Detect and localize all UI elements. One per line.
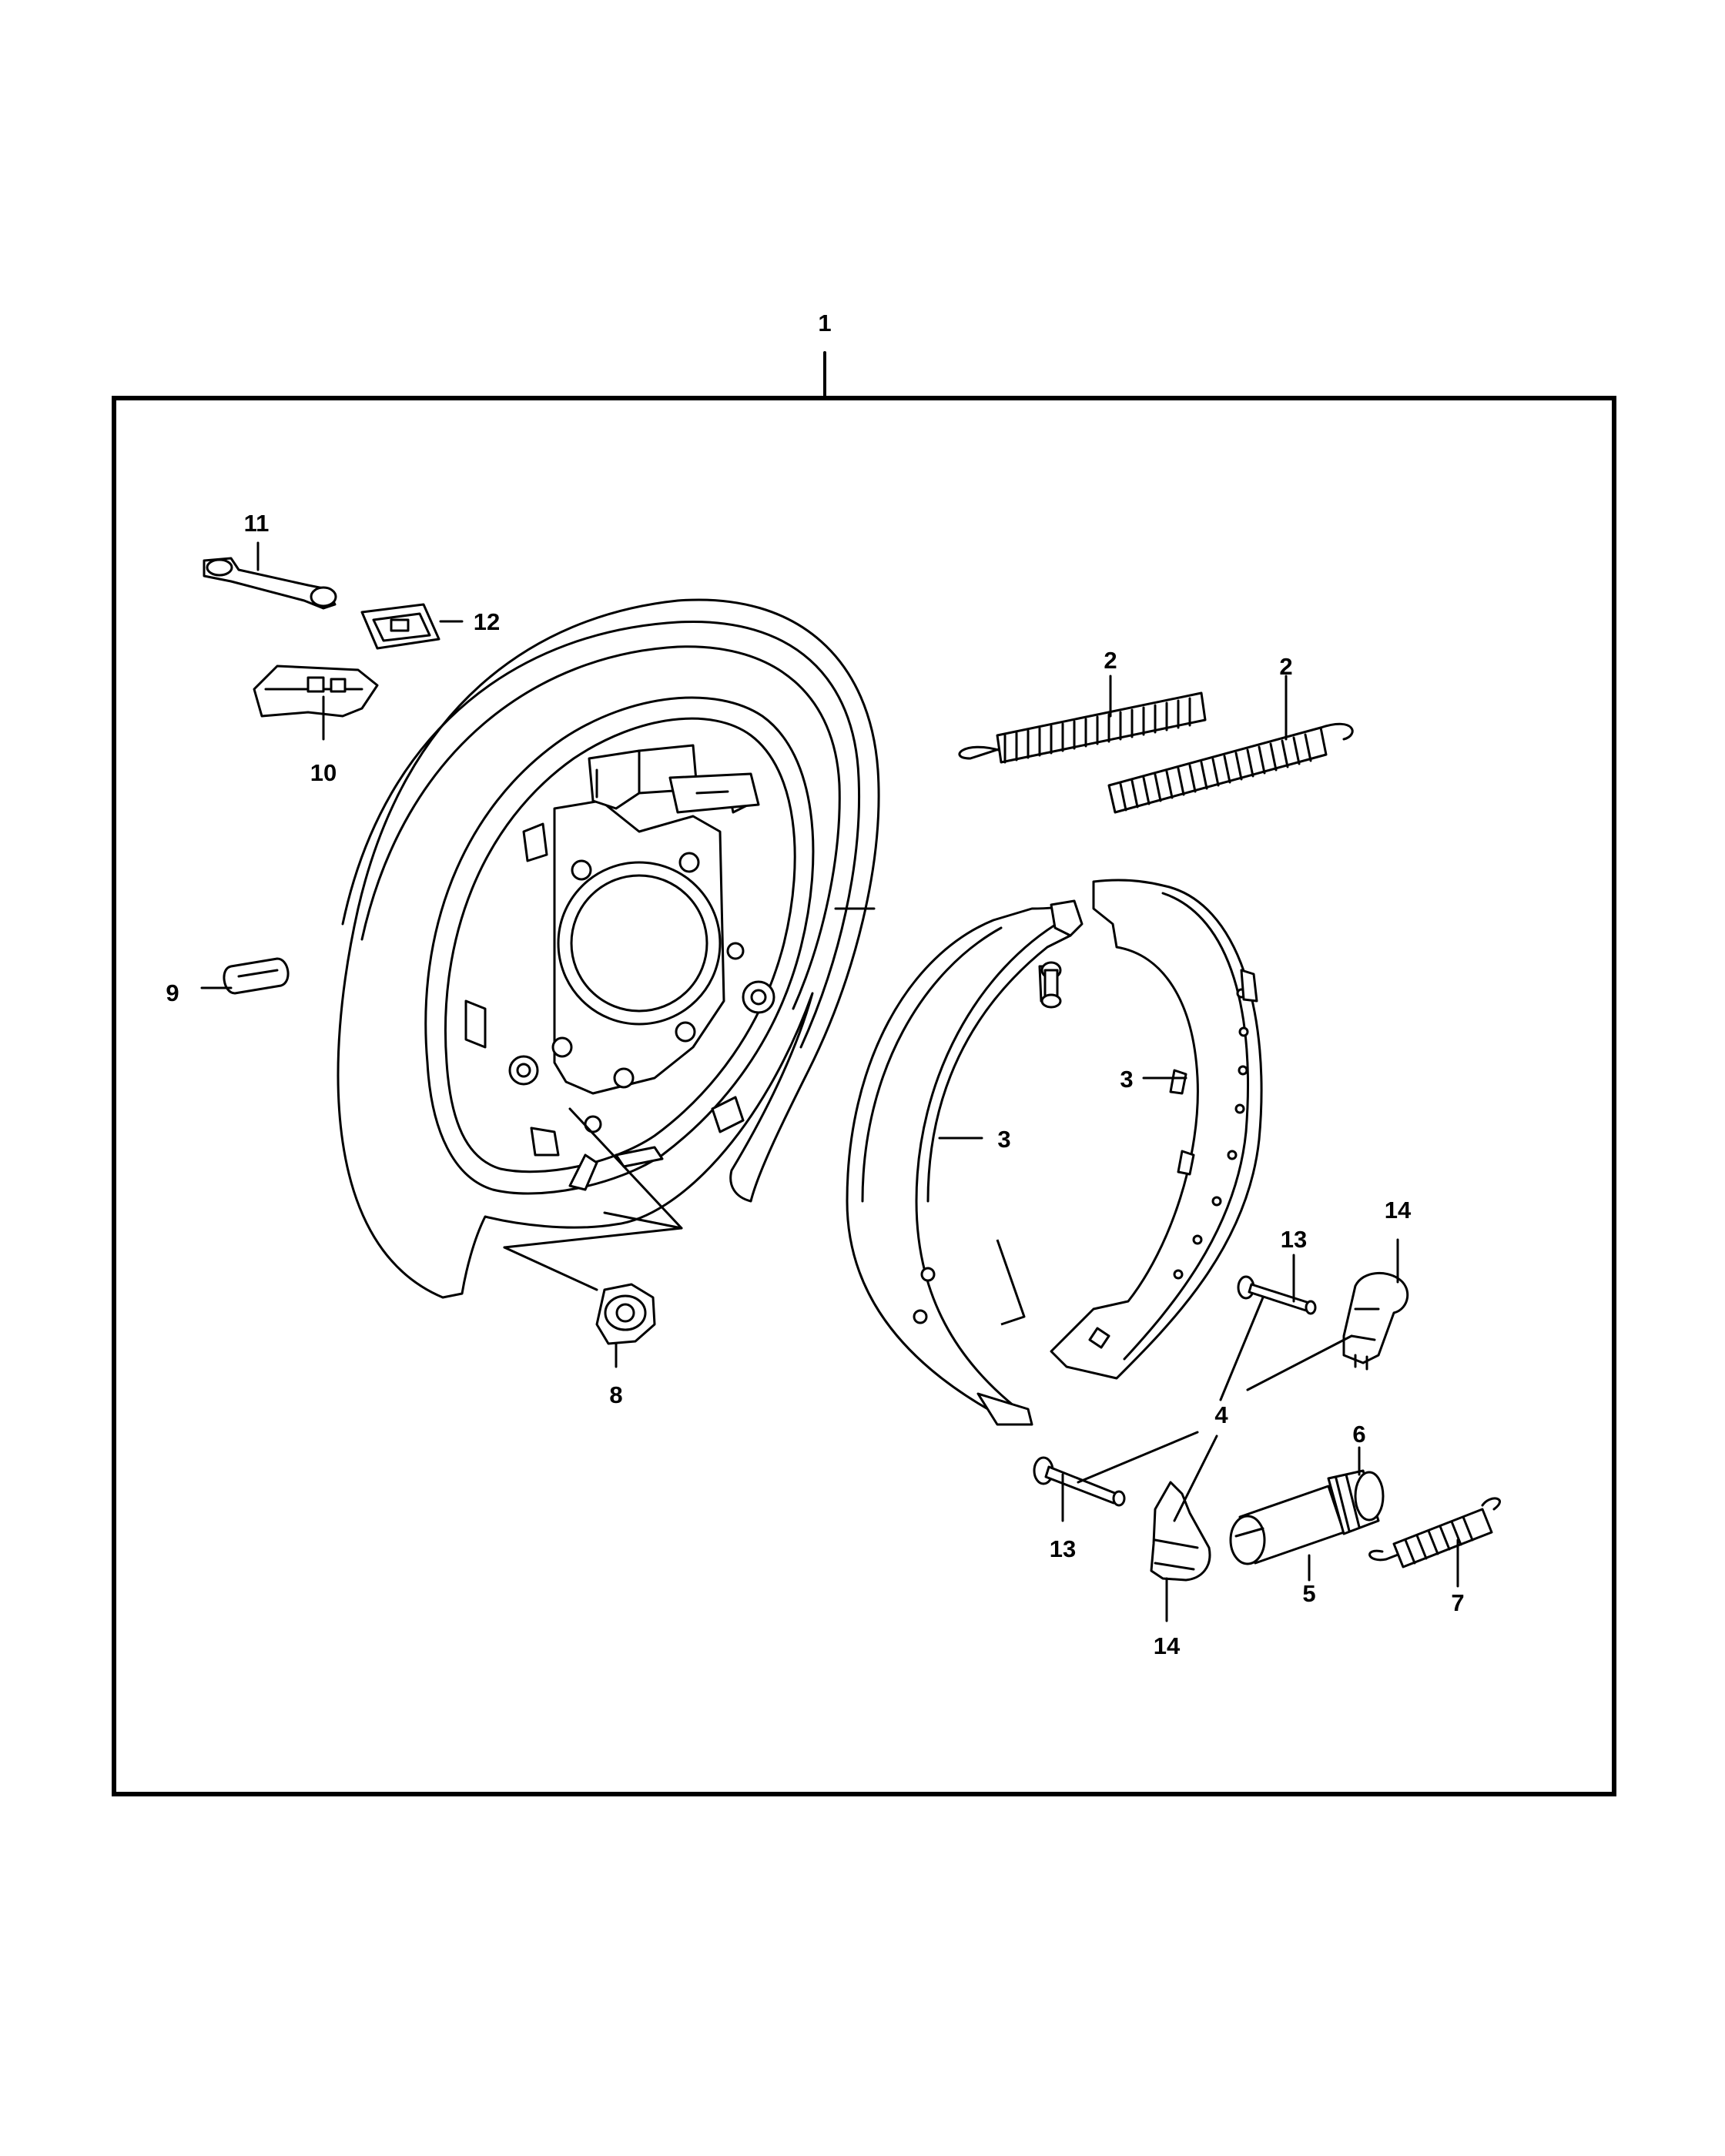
leader-4-a — [1219, 1296, 1264, 1401]
return-spring-left — [958, 691, 1207, 764]
adjuster-lever — [203, 557, 337, 610]
callout-12: 12 — [474, 608, 500, 635]
callout-4: 4 — [1214, 1401, 1228, 1428]
callout-13b: 13 — [1050, 1535, 1076, 1562]
leader-4-b — [1246, 1334, 1353, 1391]
adjuster-screw — [1229, 1469, 1385, 1565]
hold-down-clip-upper — [1342, 1271, 1409, 1371]
brake-shoe-left — [846, 899, 1084, 1426]
leader-4-d — [1173, 1435, 1218, 1522]
callout-9: 9 — [166, 979, 179, 1006]
callout-3a: 3 — [997, 1126, 1010, 1153]
leader-4-c — [1077, 1431, 1199, 1484]
callout-8: 8 — [609, 1381, 622, 1408]
callout-3b: 3 — [1120, 1066, 1133, 1093]
return-spring-right — [1107, 722, 1354, 814]
callout-13a: 13 — [1281, 1226, 1307, 1253]
callout-2a: 2 — [1104, 647, 1117, 674]
hold-down-pin-upper — [1237, 1275, 1317, 1315]
flange-nut — [595, 1283, 656, 1345]
callout-11: 11 — [244, 510, 270, 537]
grommet — [360, 603, 440, 650]
kit-frame — [112, 396, 1616, 1796]
callout-2b: 2 — [1279, 653, 1292, 680]
brake-shoe-right — [1050, 879, 1263, 1380]
leader-8-a — [503, 1246, 598, 1291]
lever-bracket — [253, 665, 379, 718]
adjuster-clip — [223, 957, 290, 995]
callout-14a: 14 — [1385, 1197, 1412, 1224]
adjuster-spring — [1368, 1497, 1501, 1568]
backing-plate — [337, 598, 880, 1299]
callout-6: 6 — [1352, 1421, 1365, 1448]
callout-5: 5 — [1302, 1580, 1315, 1607]
leader-8-b — [568, 1107, 683, 1230]
callout-14b: 14 — [1154, 1632, 1181, 1659]
shoe-pin — [1040, 961, 1062, 1009]
hold-down-clip-lower — [1150, 1481, 1211, 1582]
callout-1: 1 — [818, 310, 831, 336]
callout-7: 7 — [1451, 1589, 1464, 1616]
callout-10: 10 — [310, 759, 337, 786]
